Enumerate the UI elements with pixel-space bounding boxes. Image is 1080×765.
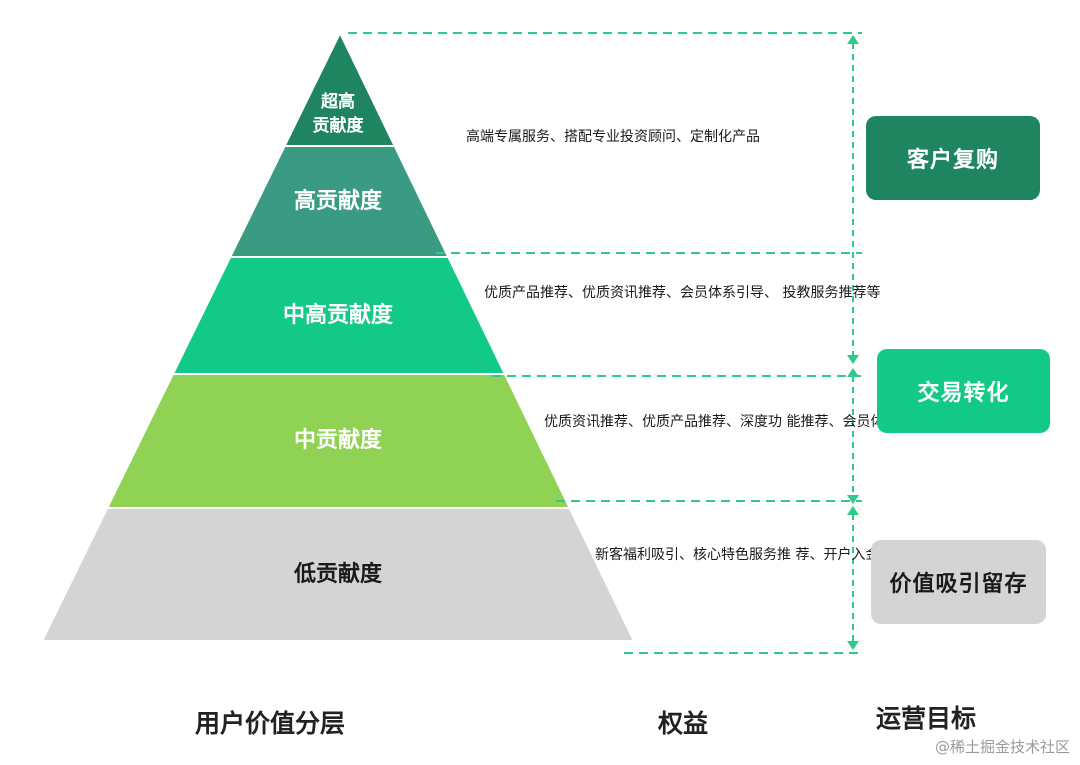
pyramid-layer-low <box>40 507 636 642</box>
layer-label-low: 低贡献度 <box>293 561 383 587</box>
column-title-goals: 运营目标 <box>876 704 977 733</box>
goal-box-retention: 价值吸引留存 <box>871 540 1046 624</box>
arrow-head-icon <box>847 355 859 364</box>
guide-lines <box>348 32 862 654</box>
arrow-head-icon <box>847 495 859 504</box>
layer-label-super-high: 超高 贡献度 <box>312 92 364 136</box>
layer-label-mid-high: 中高贡献度 <box>282 302 394 328</box>
layer-label-high: 高贡献度 <box>293 188 383 214</box>
benefit-text-top: 高端专属服务、搭配专业投资顾问、定制化产品 <box>466 129 760 145</box>
arrow-head-icon <box>847 368 859 377</box>
benefit-text-mid: 优质资讯推荐、优质产品推荐、深度功 能推荐、会员体验、新客福利等 <box>544 414 983 430</box>
column-title-layers: 用户价值分层 <box>195 709 346 738</box>
arrow-head-icon <box>847 506 859 515</box>
watermark: @稀土掘金技术社区 <box>934 738 1070 756</box>
pyramid <box>40 30 636 642</box>
arrow-head-icon <box>847 641 859 650</box>
goal-box-repurchase: 客户复购 <box>866 116 1040 200</box>
benefit-text-low: 新客福利吸引、核心特色服务推 荐、开户入金断点召回等 <box>595 547 950 563</box>
column-title-benefits: 权益 <box>658 709 709 738</box>
arrow-head-icon <box>847 35 859 44</box>
layer-label-mid: 中贡献度 <box>293 428 383 453</box>
benefit-text-mid-high: 优质产品推荐、优质资讯推荐、会员体系引导、 投教服务推荐等 <box>484 285 881 301</box>
goal-box-conversion: 交易转化 <box>877 349 1050 433</box>
